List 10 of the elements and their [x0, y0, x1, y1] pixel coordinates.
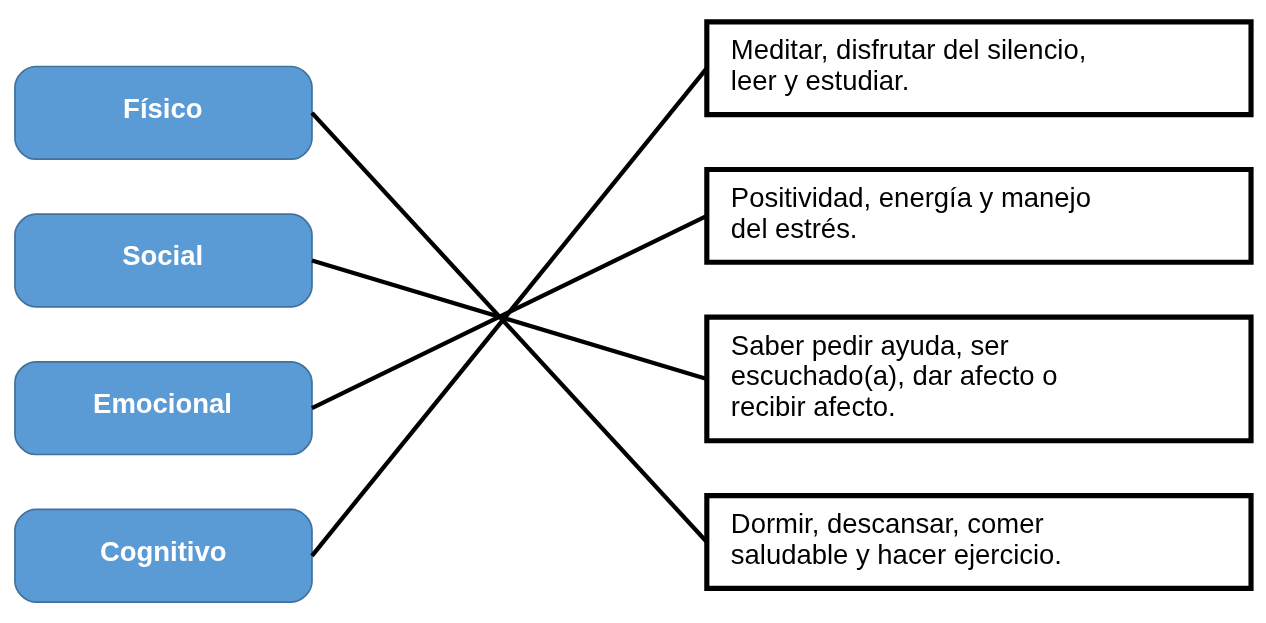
- node-box: Meditar, disfrutar del silencio, leer y estudiar.: [704, 18, 1254, 117]
- connector: [311, 213, 708, 410]
- node-box: Físico: [14, 65, 313, 160]
- connector: [311, 257, 708, 381]
- node-box: Dormir, descansar, comer saludable y hacer ejercicio.: [704, 492, 1254, 591]
- node-box: Positividad, energía y manejo del estrés.: [704, 166, 1254, 265]
- node-box: Saber pedir ayuda, ser escuchado(a), dar afecto o recibir afecto.: [704, 314, 1254, 443]
- node-box: Social: [14, 212, 313, 308]
- node-box: Cognitivo: [14, 508, 313, 603]
- node-box: Emocional: [14, 360, 313, 455]
